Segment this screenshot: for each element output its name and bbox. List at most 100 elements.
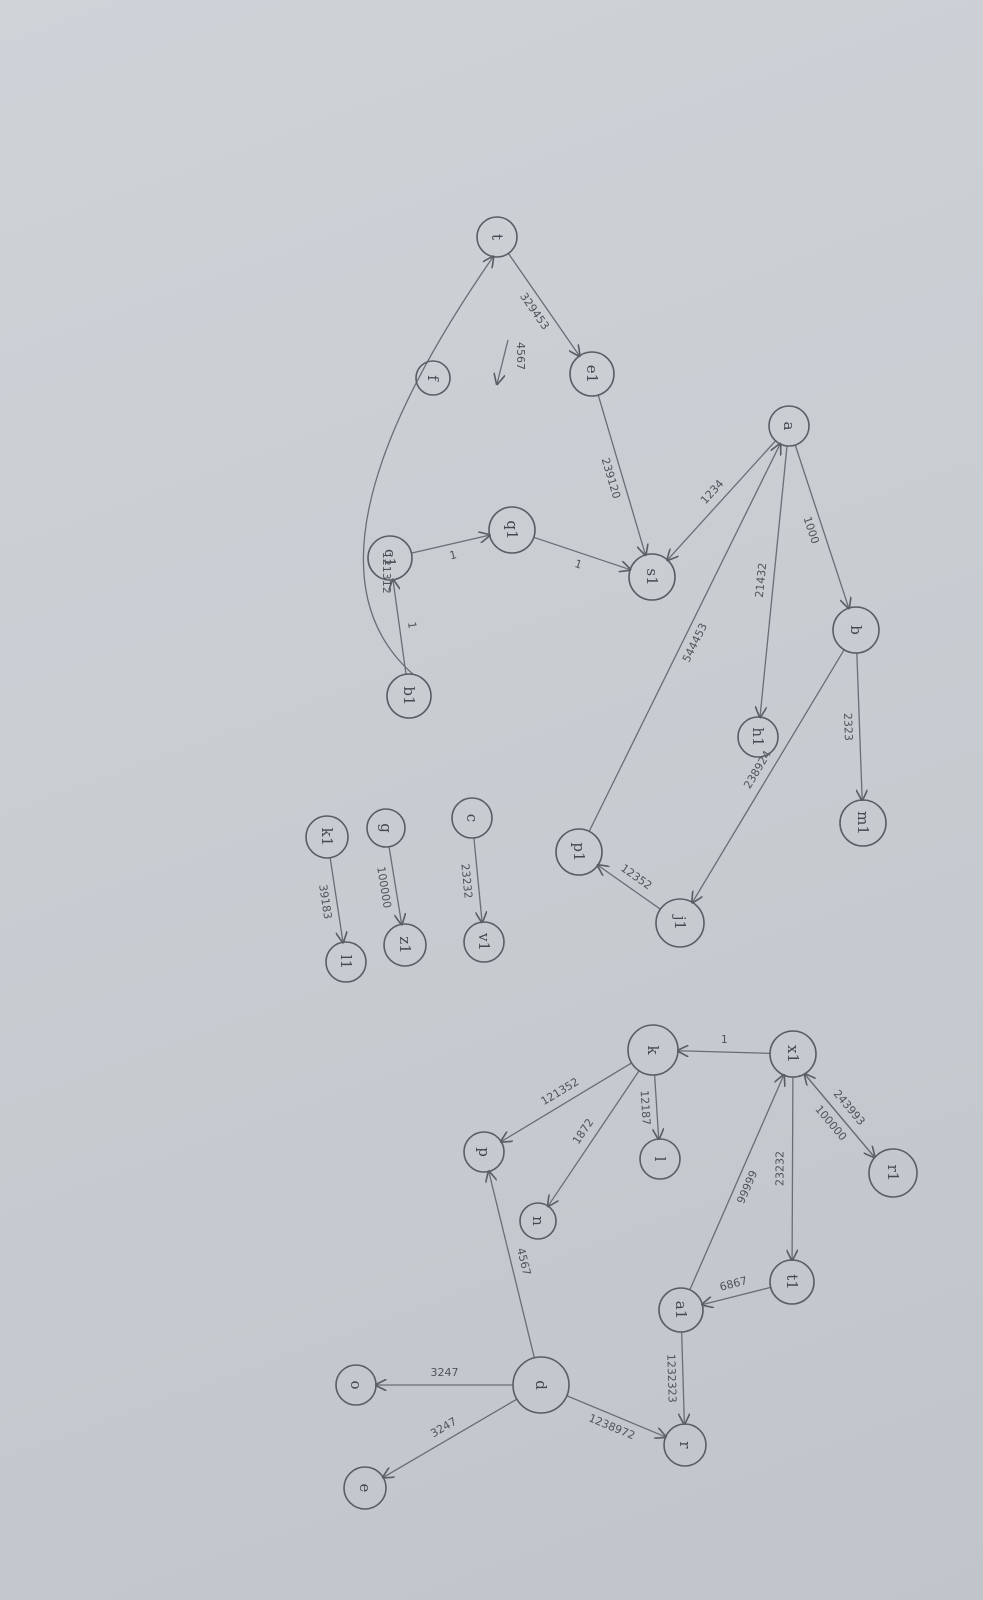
edge-label-b-m1: 2323 [841, 713, 855, 741]
node-q1: q1 [488, 506, 536, 554]
node-circle [335, 1364, 377, 1406]
node-z1: z1 [383, 923, 427, 967]
node-e1: e1 [569, 351, 615, 397]
edge-label-e1-s1: 239120 [599, 456, 623, 500]
node-circle [768, 405, 810, 447]
edge-a-s1 [667, 440, 777, 560]
node-f: f [415, 360, 451, 396]
edge-a1-x1 [689, 1075, 784, 1291]
node-circle [832, 606, 880, 654]
node-label: z1 [396, 936, 414, 953]
edge-e1-s1 [597, 394, 645, 555]
node-label: b1 [400, 686, 418, 705]
edge-t-e1 [507, 253, 579, 355]
loose-arrow [497, 339, 509, 384]
node-label: m1 [854, 811, 872, 835]
edge-label-t1-a1: 6867 [718, 1274, 748, 1293]
node-circle [555, 828, 603, 876]
edge-label-k-p: 121352 [539, 1075, 582, 1108]
node-circle [415, 360, 451, 396]
edge-label-b-j1: 238924 [741, 748, 774, 791]
edge-label-x1-t1: 23232 [773, 1151, 786, 1186]
edge-label-a1-r: 1232323 [664, 1354, 678, 1403]
node-c: c [451, 797, 493, 839]
edge-b-j1 [692, 649, 845, 903]
node-label: v1 [475, 932, 493, 951]
node-circle [769, 1030, 817, 1078]
node-label: l1 [337, 955, 355, 969]
node-c1: c1 [367, 535, 413, 581]
node-circle [737, 716, 779, 758]
node-label: q1 [503, 520, 521, 539]
node-circle [663, 1423, 707, 1467]
node-label: f [424, 375, 442, 382]
node-d: d [512, 1356, 570, 1414]
node-circle [463, 921, 505, 963]
node-circle [569, 351, 615, 397]
edge-label-p1-a: 544453 [680, 621, 710, 664]
node-circle [366, 808, 406, 848]
node-label: o [347, 1380, 365, 1389]
node-circle [325, 941, 367, 983]
node-x1: x1 [769, 1030, 817, 1078]
edge-label-q1-s1: 1 [573, 557, 584, 572]
edge-label-a-b: 1000 [801, 515, 822, 546]
node-label: l [651, 1157, 669, 1162]
edge-label-a-h1: 21432 [753, 562, 769, 598]
edge-label-d-r: 1238972 [587, 1412, 637, 1443]
edge-k-l [655, 1074, 659, 1139]
node-circle [627, 1024, 679, 1076]
node-g: g [366, 808, 406, 848]
loose-arrow-label: 4567 [514, 342, 527, 370]
node-o: o [335, 1364, 377, 1406]
node-t1: t1 [769, 1259, 815, 1305]
node-label: k1 [318, 828, 336, 847]
edge-t1-a1 [702, 1286, 771, 1304]
node-circle [655, 898, 705, 948]
node-label: r [676, 1441, 694, 1449]
edge-label-c1-q1: 1 [448, 548, 458, 562]
edge-d-r [566, 1395, 666, 1437]
node-l: l [639, 1138, 681, 1180]
node-r: r [663, 1423, 707, 1467]
node-circle [519, 1202, 557, 1240]
edge-d-e [383, 1398, 518, 1477]
node-a: a [768, 405, 810, 447]
node-a1: a1 [658, 1287, 704, 1333]
node-circle [639, 1138, 681, 1180]
edge-j1-p1 [598, 865, 661, 910]
node-label: d [532, 1380, 550, 1390]
edge-label-g-z1: 100000 [374, 866, 394, 910]
edge-label-k-l: 12187 [638, 1090, 653, 1126]
node-b: b [832, 606, 880, 654]
edge-c1-q1 [411, 535, 489, 554]
node-label: n [529, 1216, 547, 1226]
node-e: e [343, 1466, 387, 1510]
node-k: k [627, 1024, 679, 1076]
edge-label-a1-x1: 99999 [734, 1168, 760, 1205]
edge-r1-x1 [805, 1074, 875, 1158]
node-label: g [377, 823, 395, 833]
node-circle [305, 815, 349, 859]
edge-a1-r [682, 1331, 685, 1424]
node-circle [476, 216, 518, 258]
edge-k-p [501, 1062, 632, 1142]
edge-label-a-s1: 1234 [698, 477, 726, 506]
edge-a-h1 [760, 445, 788, 717]
node-label: s1 [643, 568, 661, 585]
edge-label-k1-l1: 39183 [316, 883, 334, 920]
node-label: t1 [783, 1274, 801, 1290]
node-label: a [780, 422, 798, 431]
node-label: j1 [671, 914, 689, 930]
node-circle [868, 1148, 918, 1198]
node-label: c1 [381, 549, 399, 567]
edge-x1-t1 [792, 1076, 793, 1260]
node-circle [343, 1466, 387, 1510]
edge-label-x1-k: 1 [721, 1033, 728, 1046]
edge-label-c-v1: 23232 [458, 863, 474, 899]
edge-label-b1-c1: 1 [405, 621, 419, 630]
edge-c-v1 [473, 837, 482, 922]
node-h1: h1 [737, 716, 779, 758]
node-circle [451, 797, 493, 839]
